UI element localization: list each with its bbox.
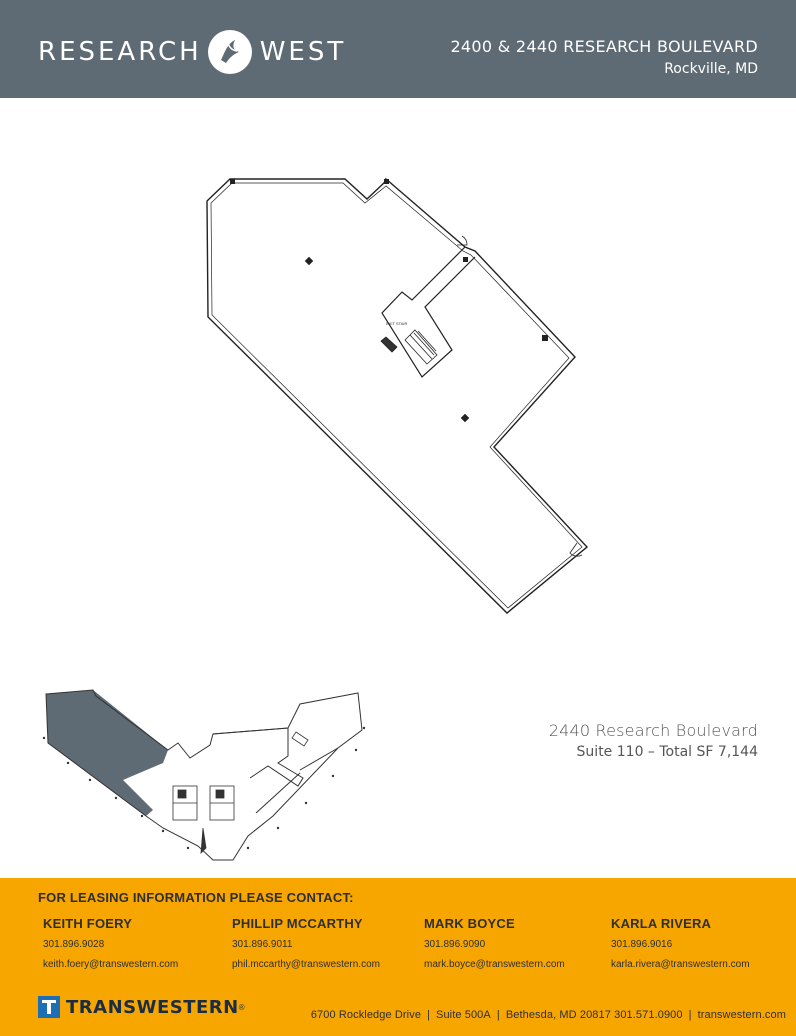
separator: |	[427, 1009, 431, 1021]
property-city: Rockville, MD	[664, 61, 758, 77]
contact-name: KEITH FOERY	[43, 916, 133, 931]
suite-size: Suite 110 – Total SF 7,144	[576, 744, 758, 760]
contact-mark-boyce: MARK BOYCE 301.896.9090 mark.boyce@trans…	[424, 916, 565, 970]
core-cutout-outline	[381, 246, 476, 378]
building-core	[172, 731, 309, 855]
exit-stair-label: EXIT STAIR	[386, 321, 408, 326]
logo-emblem-icon	[207, 30, 252, 74]
contact-name: MARK BOYCE	[424, 916, 515, 931]
contact-email[interactable]: keith.foery@transwestern.com	[43, 959, 179, 970]
door-swings	[457, 235, 583, 557]
perimeter-columns	[42, 726, 366, 850]
contact-phone[interactable]: 301.896.9028	[43, 939, 105, 950]
contact-list: KEITH FOERY 301.896.9028 keith.foery@tra…	[43, 916, 783, 976]
suite-floor-plan: EXIT STAIR	[206, 177, 589, 614]
contact-email[interactable]: karla.rivera@transwestern.com	[611, 959, 750, 970]
transwestern-logo: TRANSWESTERN®	[38, 996, 245, 1018]
contact-keith-foery: KEITH FOERY 301.896.9028 keith.foery@tra…	[43, 916, 178, 970]
property-address: 2400 & 2440 RESEARCH BOULEVARD	[450, 37, 758, 56]
transwestern-mark-icon	[38, 996, 60, 1018]
contact-phone[interactable]: 301.896.9011	[232, 939, 293, 950]
structural-columns	[230, 179, 548, 423]
transwestern-wordmark: TRANSWESTERN	[66, 996, 239, 1018]
website-link[interactable]: transwestern.com	[697, 1009, 786, 1021]
contact-phillip-mccarthy: PHILLIP MCCARTHY 301.896.9011 phil.mccar…	[232, 916, 380, 970]
address-city-phone: Bethesda, MD 20817 301.571.0900	[505, 1009, 683, 1021]
leasing-contact-footer: FOR LEASING INFORMATION PLEASE CONTACT: …	[0, 878, 796, 1036]
company-address: 6700 Rockledge Drive | Suite 500A | Bethesda…	[311, 1009, 786, 1021]
header-banner: RESEARCH WEST 2400 & 2440 RESEARCH BOULE…	[0, 0, 796, 98]
suite-address: 2440 Research Boulevard	[548, 721, 758, 740]
address-street: 6700 Rockledge Drive	[310, 1009, 422, 1021]
registered-mark: ®	[238, 1002, 245, 1012]
contact-email[interactable]: phil.mccarthy@transwestern.com	[232, 959, 380, 970]
contact-name: KARLA RIVERA	[611, 916, 712, 931]
contact-email[interactable]: mark.boyce@transwestern.com	[424, 959, 565, 970]
suite-info-block: 2440 Research Boulevard Suite 110 – Tota…	[549, 721, 758, 760]
logo-word-west: WEST	[259, 37, 347, 67]
contact-karla-rivera: KARLA RIVERA 301.896.9016 karla.rivera@t…	[611, 916, 750, 970]
contact-phone[interactable]: 301.896.9016	[611, 939, 673, 950]
floor-plan-outline	[206, 177, 589, 614]
contact-heading: FOR LEASING INFORMATION PLEASE CONTACT:	[38, 890, 354, 905]
logo-word-research: RESEARCH	[38, 37, 202, 67]
contact-name: PHILLIP MCCARTHY	[232, 916, 363, 931]
separator: |	[688, 1009, 692, 1021]
separator: |	[496, 1009, 500, 1021]
building-outline	[45, 689, 363, 861]
contact-phone[interactable]: 301.896.9090	[424, 939, 486, 950]
exit-stair	[380, 329, 438, 365]
research-west-logo: RESEARCH WEST	[38, 30, 346, 74]
highlighted-suite-area	[46, 690, 168, 816]
building-key-plan	[42, 689, 366, 861]
property-address-block: 2400 & 2440 RESEARCH BOULEVARD Rockville…	[450, 37, 758, 77]
address-suite: Suite 500A	[436, 1009, 491, 1021]
